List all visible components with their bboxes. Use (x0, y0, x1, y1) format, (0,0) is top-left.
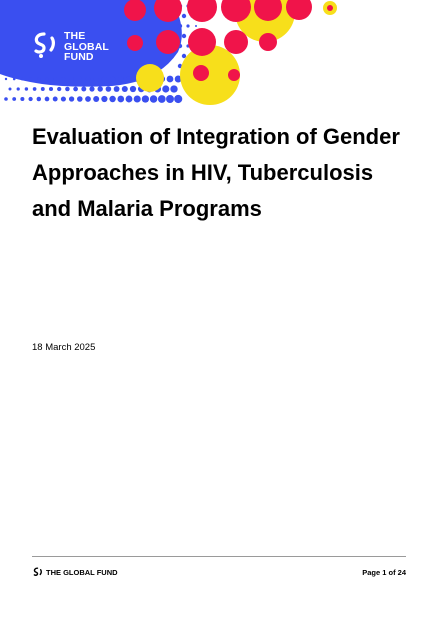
banner-blue-dot (85, 76, 91, 82)
banner-blue-dot (109, 95, 116, 103)
banner-yellow-blob (180, 45, 240, 105)
footer-divider (32, 556, 406, 557)
document-title: Evaluation of Integration of Gender Appr… (32, 124, 400, 221)
banner-blue-dot (174, 94, 183, 104)
banner-blue-dot (40, 87, 45, 91)
page-number: Page 1 of 24 (362, 568, 406, 577)
banner-blue-shape (0, 0, 182, 87)
banner-blue-dot (113, 86, 120, 92)
banner-blue-dot (12, 97, 17, 101)
banner-red-dot (221, 0, 251, 22)
banner-blue-dot (121, 85, 128, 93)
banner-blue-dot (60, 96, 66, 102)
banner-blue-dot (181, 13, 187, 19)
banner-blue-dot (20, 77, 24, 81)
banner-red-dot (286, 0, 312, 20)
banner-red-dot (228, 69, 240, 81)
banner-blue-dot (77, 76, 82, 82)
banner-blue-dot (4, 77, 8, 81)
banner-blue-dot (53, 77, 58, 81)
banner-blue-dot (77, 96, 83, 102)
banner-blue-dot (157, 95, 166, 103)
banner-blue-dot (28, 96, 33, 102)
banner-blue-dot (45, 77, 49, 81)
global-fund-swirl-icon (33, 567, 42, 576)
banner-blue-dot (93, 96, 100, 102)
banner-blue-dot (109, 76, 116, 82)
banner-blue-dot (65, 86, 70, 92)
banner-blue-dot (44, 96, 50, 102)
banner-blue-dot (174, 75, 182, 83)
banner-blue-dot (52, 96, 58, 102)
footer-logo-wordmark: THE GLOBAL FUND (46, 568, 118, 577)
banner-yellow-blob (136, 64, 164, 92)
banner-blue-dot (89, 86, 95, 92)
banner-blue-dot (4, 97, 8, 101)
banner-red-dot (327, 5, 333, 11)
banner-blue-dot (101, 76, 107, 82)
banner-blue-dot (129, 85, 137, 93)
banner-blue-dot (29, 77, 33, 81)
banner-red-dot (124, 0, 146, 21)
banner-blue-dot (101, 95, 108, 103)
banner-blue-dot (37, 77, 41, 81)
banner-blue-dot (73, 86, 78, 92)
document-date: 18 March 2025 (32, 342, 96, 353)
banner-blue-dot (117, 95, 125, 103)
banner-blue-dot (170, 85, 178, 93)
banner-blue-dot (126, 76, 132, 82)
banner-red-dot (154, 0, 182, 22)
banner-blue-dot (166, 75, 174, 83)
banner-blue-dot (24, 87, 29, 91)
banner-blue-dot (177, 23, 183, 29)
banner-blue-dot (97, 86, 103, 92)
banner-blue-dot (105, 86, 112, 92)
banner-blue-dot (68, 96, 75, 102)
banner-blue-dot (149, 95, 158, 103)
banner-red-dot (188, 28, 216, 56)
banner-blue-dot (57, 86, 62, 92)
banner-blue-dot (93, 76, 99, 82)
global-fund-logo: THE GLOBAL FUND (30, 30, 140, 62)
banner-blue-dot (181, 33, 187, 39)
banner-blue-dot (8, 87, 12, 91)
banner-blue-dot (85, 96, 91, 102)
banner-blue-dot (61, 77, 66, 81)
cover-banner-artwork (0, 0, 337, 105)
banner-red-dot (224, 30, 248, 54)
banner-red-dot (259, 33, 277, 51)
banner-blue-dot (195, 25, 197, 27)
banner-blue-dot (69, 76, 74, 82)
global-fund-swirl-icon (34, 32, 55, 58)
banner-blue-dot (16, 87, 20, 91)
banner-red-dot (254, 0, 282, 21)
banner-blue-dot (118, 76, 124, 82)
banner-blue-dot (166, 95, 174, 103)
banner-blue-dot (162, 85, 170, 93)
banner-blue-dot (81, 86, 87, 92)
logo-wordmark: THE GLOBAL FUND (64, 30, 109, 63)
banner-red-dot (127, 35, 143, 51)
banner-blue-dot (141, 95, 150, 103)
banner-red-dot (156, 30, 180, 54)
banner-red-dot (193, 65, 209, 81)
banner-blue-dot (12, 77, 16, 81)
banner-blue-dot (133, 95, 141, 103)
banner-blue-dot (32, 87, 37, 91)
banner-blue-dot (181, 53, 187, 59)
banner-blue-dot (20, 96, 25, 102)
banner-blue-dot (48, 86, 54, 92)
banner-blue-dot (125, 95, 133, 103)
banner-red-dot (187, 0, 217, 22)
banner-blue-dot (186, 24, 190, 28)
banner-blue-dot (36, 96, 42, 102)
